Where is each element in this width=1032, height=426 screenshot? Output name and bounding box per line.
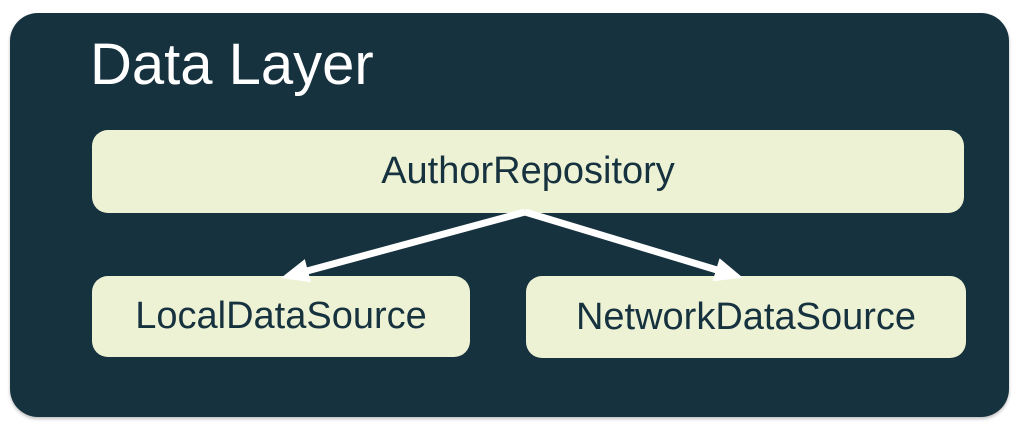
node-local-data-source-label: LocalDataSource [135, 295, 427, 337]
data-layer-container: Data Layer AuthorRepository LocalDataSou… [10, 13, 1009, 417]
node-network-data-source-label: NetworkDataSource [575, 295, 917, 338]
diagram-title: Data Layer [90, 32, 374, 97]
arrow-repository-to-network [523, 208, 743, 282]
node-local-data-source: LocalDataSource [92, 276, 470, 357]
node-network-data-source: NetworkDataSource [526, 276, 966, 358]
node-author-repository-label: AuthorRepository [381, 150, 675, 192]
node-author-repository: AuthorRepository [92, 130, 964, 213]
arrow-repository-to-local [280, 208, 526, 283]
